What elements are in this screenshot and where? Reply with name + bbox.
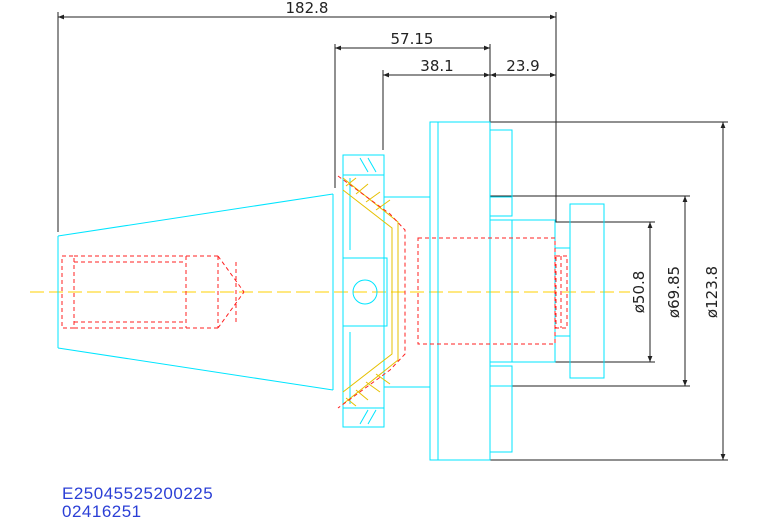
dim-dia-small: ø50.8 xyxy=(630,271,648,314)
dim-flange-to-face: 38.1 xyxy=(420,57,453,75)
dim-dia-mid: ø69.85 xyxy=(665,266,683,318)
part-number: E25045525200225 xyxy=(62,484,214,503)
section-hatch xyxy=(342,177,399,407)
dim-overall-length: 182.8 xyxy=(286,0,329,17)
dim-dia-large: ø123.8 xyxy=(703,266,721,318)
dim-flange-to-end: 57.15 xyxy=(391,30,434,48)
hidden-lines xyxy=(61,175,568,409)
dim-face-to-tip: 23.9 xyxy=(506,57,539,75)
serial-number: 02416251 xyxy=(62,502,142,521)
dimension-lines xyxy=(57,12,728,461)
part-outline xyxy=(57,121,605,461)
